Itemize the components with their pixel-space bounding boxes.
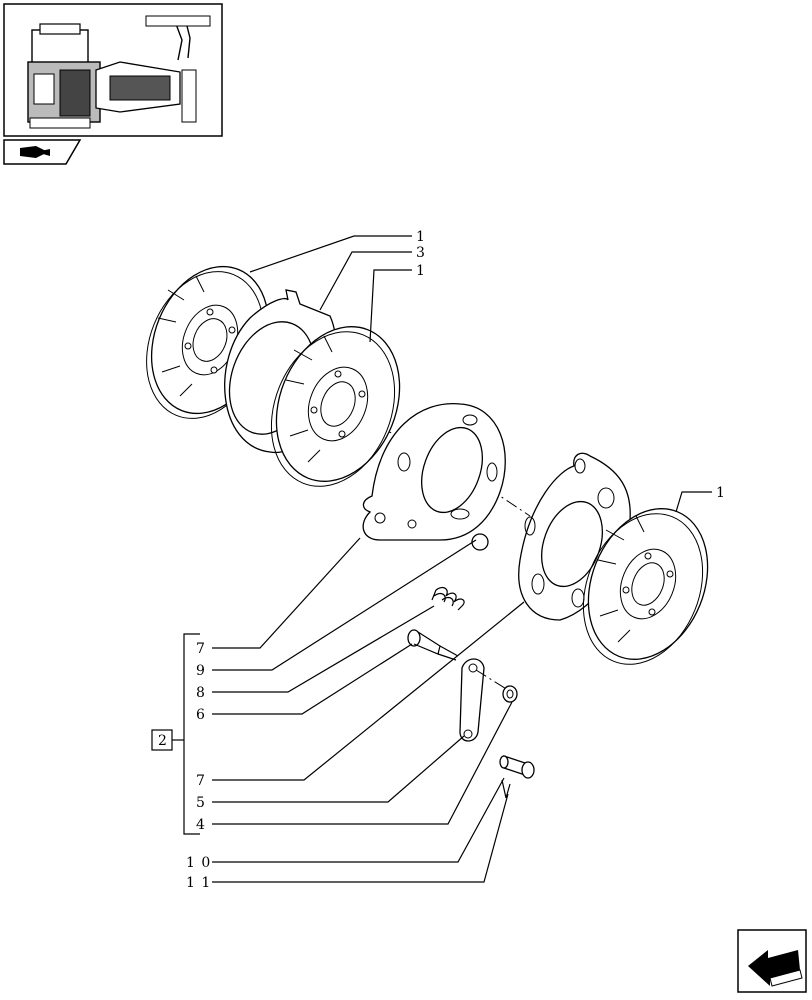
actuating-link	[459, 658, 485, 742]
steel-ball	[471, 533, 489, 551]
group-ref-label: 2	[158, 733, 168, 749]
thumbnail-panel[interactable]	[3, 3, 223, 137]
group-ref-box[interactable]: 2	[151, 729, 173, 751]
left-label-5: 7	[196, 773, 206, 789]
back-arrow-icon[interactable]	[737, 929, 807, 993]
clevis-pin	[499, 755, 535, 779]
callout-top-1a: 1	[416, 229, 426, 245]
callout-right-1: 1	[716, 485, 726, 501]
brake-disc-3	[582, 508, 709, 665]
bushing	[502, 685, 518, 703]
left-label-8: 1 0	[186, 855, 211, 871]
left-label-3: 8	[196, 685, 206, 701]
left-label-7: 4	[196, 817, 206, 833]
book-arrow-icon[interactable]	[3, 139, 82, 165]
link-axis	[475, 669, 509, 691]
cotter-pin	[501, 779, 511, 799]
pivot-bolt	[407, 629, 459, 661]
left-label-1: 7	[196, 641, 206, 657]
left-label-9: 1 1	[186, 875, 211, 891]
actuator-plate-upper	[362, 403, 506, 541]
callout-top-3: 3	[416, 245, 426, 261]
return-spring	[431, 586, 465, 611]
brake-disc-2	[270, 326, 401, 487]
callout-top-1b: 1	[416, 263, 426, 279]
tractor-overview-thumbnail	[27, 15, 211, 129]
leader-lines	[172, 235, 712, 883]
axis-line-3	[469, 475, 531, 517]
left-label-4: 6	[196, 707, 206, 723]
left-label-2: 9	[196, 663, 206, 679]
callout-labels: 1 3 1 1 2 7 9 8 6 7 5 4 1 0 1 1	[151, 229, 726, 891]
left-label-6: 5	[196, 795, 206, 811]
